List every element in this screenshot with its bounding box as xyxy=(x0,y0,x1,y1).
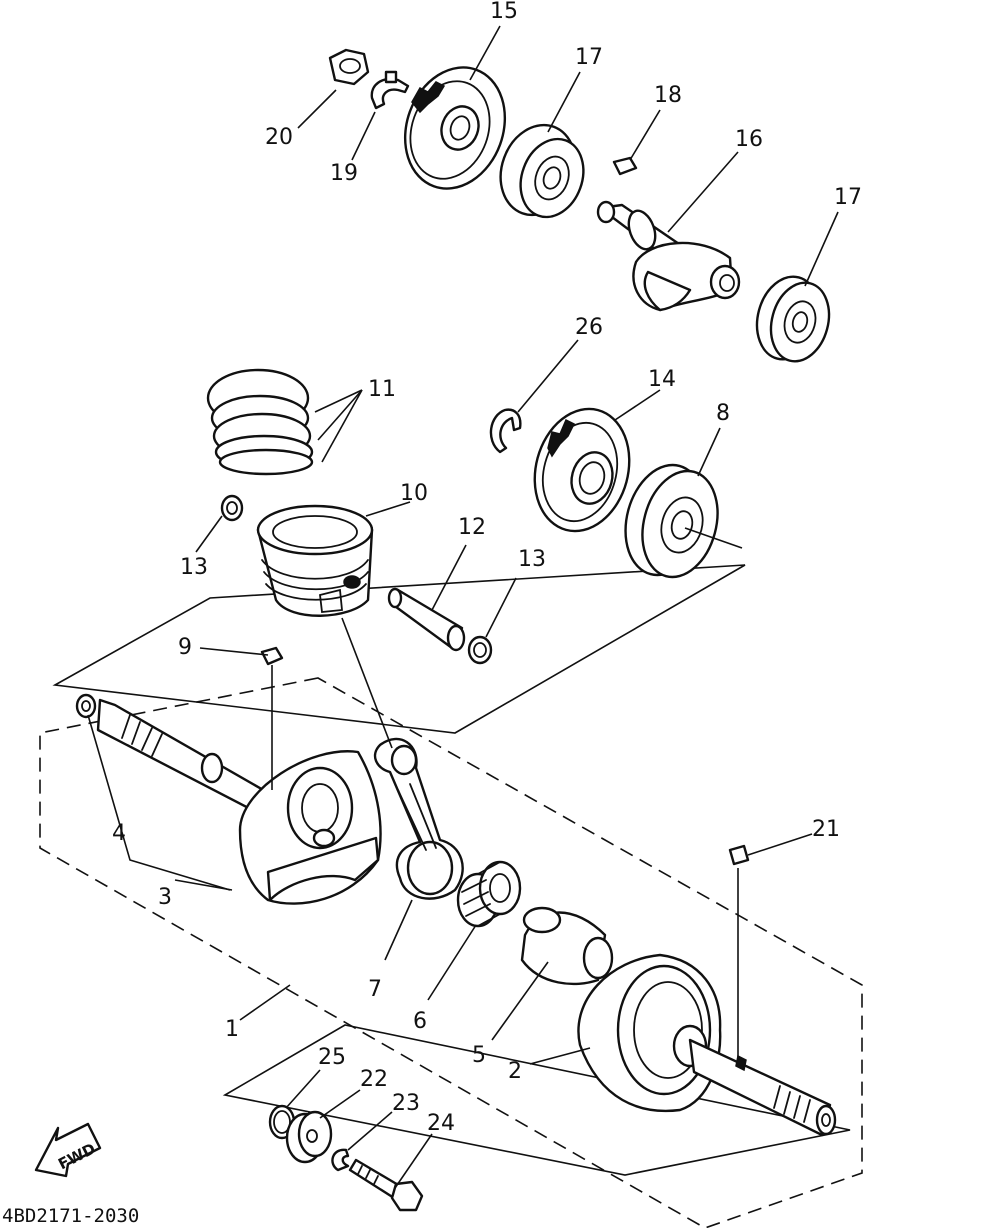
label-12: 12 xyxy=(458,515,486,540)
bearing-part-17-lower xyxy=(755,275,831,363)
circlip-part-13-right xyxy=(467,635,493,665)
balancer-shaft-part-16 xyxy=(596,200,741,312)
nut-part-20 xyxy=(328,48,370,86)
gear-part-15 xyxy=(403,66,507,190)
circlip-part-26 xyxy=(489,408,522,454)
diagram-code: 4BD2171-2030 xyxy=(2,1205,139,1227)
label-20: 20 xyxy=(265,125,293,150)
bearing-part-17-upper xyxy=(499,123,585,219)
piston-rings-part-11 xyxy=(206,368,314,476)
label-19: 19 xyxy=(330,161,358,186)
label-13-left: 13 xyxy=(180,555,208,580)
bolt-group-outline xyxy=(222,1024,851,1176)
key-part-9 xyxy=(260,646,284,666)
key-part-21 xyxy=(728,844,750,866)
washer-part-22 xyxy=(285,1110,333,1164)
circlip-part-13-left xyxy=(220,494,244,522)
label-4: 4 xyxy=(112,821,126,846)
label-9: 9 xyxy=(178,635,192,660)
label-21: 21 xyxy=(812,817,840,842)
label-14: 14 xyxy=(648,367,676,392)
label-13-right: 13 xyxy=(518,547,546,572)
label-26: 26 xyxy=(575,315,603,340)
label-24: 24 xyxy=(427,1111,455,1136)
crank-pin-part-5 xyxy=(520,906,614,986)
part-labels: 15 17 18 16 17 20 19 11 26 14 8 10 12 13… xyxy=(112,0,862,1136)
washer-part-4 xyxy=(75,693,97,719)
label-6: 6 xyxy=(413,1009,427,1034)
piston-part-10 xyxy=(256,504,374,617)
label-15: 15 xyxy=(490,0,518,24)
label-2: 2 xyxy=(508,1059,522,1084)
bearing-part-8 xyxy=(624,463,719,579)
leader-lines xyxy=(87,25,839,1189)
label-17-lower: 17 xyxy=(834,185,862,210)
label-3: 3 xyxy=(158,885,172,910)
key-part-18 xyxy=(612,156,638,176)
piston-pin-part-12 xyxy=(387,587,466,652)
label-8: 8 xyxy=(716,401,730,426)
piston-group-outline xyxy=(52,564,746,734)
lock-washer-part-19 xyxy=(370,70,410,110)
label-7: 7 xyxy=(368,977,382,1002)
fwd-arrow-icon: FWD xyxy=(34,1122,102,1178)
circlip-part-23 xyxy=(331,1148,350,1172)
bolt-part-24 xyxy=(348,1158,424,1212)
label-18: 18 xyxy=(654,83,682,108)
connecting-rod-part-7 xyxy=(373,737,464,900)
right-crank-part-2 xyxy=(577,953,837,1137)
label-23: 23 xyxy=(392,1091,420,1116)
label-25: 25 xyxy=(318,1045,346,1070)
label-1: 1 xyxy=(225,1017,239,1042)
label-16: 16 xyxy=(735,127,763,152)
gear-part-14 xyxy=(533,407,631,533)
left-crank-part-3 xyxy=(96,698,382,905)
label-10: 10 xyxy=(400,481,428,506)
label-17-upper: 17 xyxy=(575,45,603,70)
label-5: 5 xyxy=(472,1043,486,1068)
label-22: 22 xyxy=(360,1067,388,1092)
label-11: 11 xyxy=(368,377,396,402)
crankshaft-assembly-outline xyxy=(39,677,863,1228)
needle-bearing-part-6 xyxy=(456,860,522,928)
